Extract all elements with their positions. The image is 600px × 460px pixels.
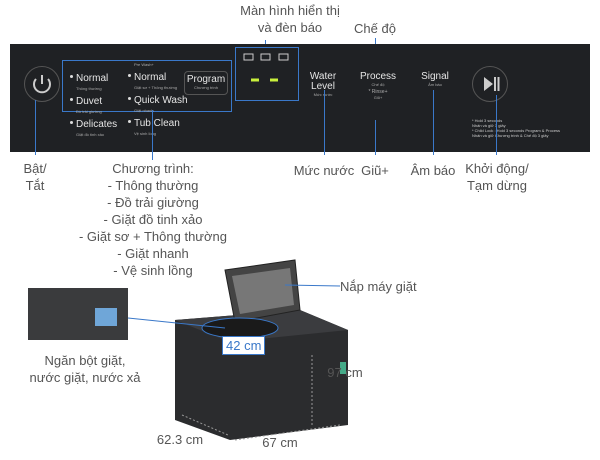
display-label-line: và đèn báo bbox=[257, 20, 323, 35]
play-pause-icon bbox=[484, 77, 500, 91]
tub-opening bbox=[201, 317, 279, 339]
text: Chương trình: bbox=[112, 161, 194, 176]
leader-line bbox=[433, 90, 434, 155]
height-label: 97 cm bbox=[327, 365, 363, 380]
power-label: Bật/Tắt bbox=[15, 160, 55, 194]
leader-line bbox=[35, 100, 36, 155]
leader-line bbox=[496, 95, 497, 155]
leader-line bbox=[152, 110, 153, 160]
depth-dimension bbox=[181, 414, 229, 436]
signal-label: Âm báo bbox=[410, 163, 456, 178]
text: - Thông thường bbox=[107, 178, 199, 193]
leader-line bbox=[375, 120, 376, 155]
text: - Giặt đồ tinh xảo bbox=[103, 212, 203, 227]
programs-label: Chương trình: - Thông thường - Đồ trải giư… bbox=[70, 160, 236, 279]
leader-line bbox=[265, 40, 266, 46]
text: Bật/ bbox=[23, 161, 47, 176]
display-group bbox=[235, 47, 299, 101]
text: Tạm dừng bbox=[466, 178, 527, 193]
text: nước giặt, nước xả bbox=[29, 370, 141, 385]
program-group bbox=[62, 60, 232, 112]
display-label: Màn hình hiển thị và đèn báo bbox=[225, 2, 355, 36]
text: Tắt bbox=[25, 178, 45, 193]
shirt-icon bbox=[243, 53, 289, 61]
text: Khởi động/ bbox=[465, 161, 529, 176]
indicator-display bbox=[243, 53, 289, 82]
leader-line bbox=[127, 317, 226, 329]
power-button[interactable] bbox=[24, 66, 60, 102]
lid-glass bbox=[232, 268, 294, 314]
text: - Đồ trải giường bbox=[107, 195, 199, 210]
depth-label: 62.3 cm bbox=[156, 432, 204, 447]
text: - Giặt nhanh bbox=[117, 246, 189, 261]
width-dimension bbox=[234, 424, 341, 441]
rinse-label: Giũ+ bbox=[361, 163, 389, 178]
text: - Vệ sinh lồng bbox=[113, 263, 193, 278]
power-icon bbox=[33, 75, 51, 94]
instructions: * Hold 3 seconds Nhấn và giữ 3 giây * Ch… bbox=[472, 118, 561, 138]
start-pause-button[interactable] bbox=[472, 66, 508, 102]
leader-line bbox=[284, 284, 341, 287]
text: Ngăn bột giặt, bbox=[44, 353, 126, 368]
tub-diameter-label: 42 cm bbox=[222, 336, 266, 355]
lid-label: Nắp máy giặt bbox=[340, 279, 417, 294]
process-top-label: Chế độ bbox=[354, 21, 396, 36]
water-label: Mức nước bbox=[293, 163, 355, 178]
text: - Giặt sơ + Thông thường bbox=[78, 229, 227, 244]
drawer-label: Ngăn bột giặt, nước giặt, nước xả bbox=[20, 352, 150, 386]
leader-line bbox=[324, 90, 325, 155]
width-label: 67 cm bbox=[262, 435, 298, 450]
washer-illustration bbox=[28, 259, 348, 441]
start-label: Khởi động/Tạm dừng bbox=[460, 160, 534, 194]
display-label-line: Màn hình hiển thị bbox=[240, 3, 340, 18]
